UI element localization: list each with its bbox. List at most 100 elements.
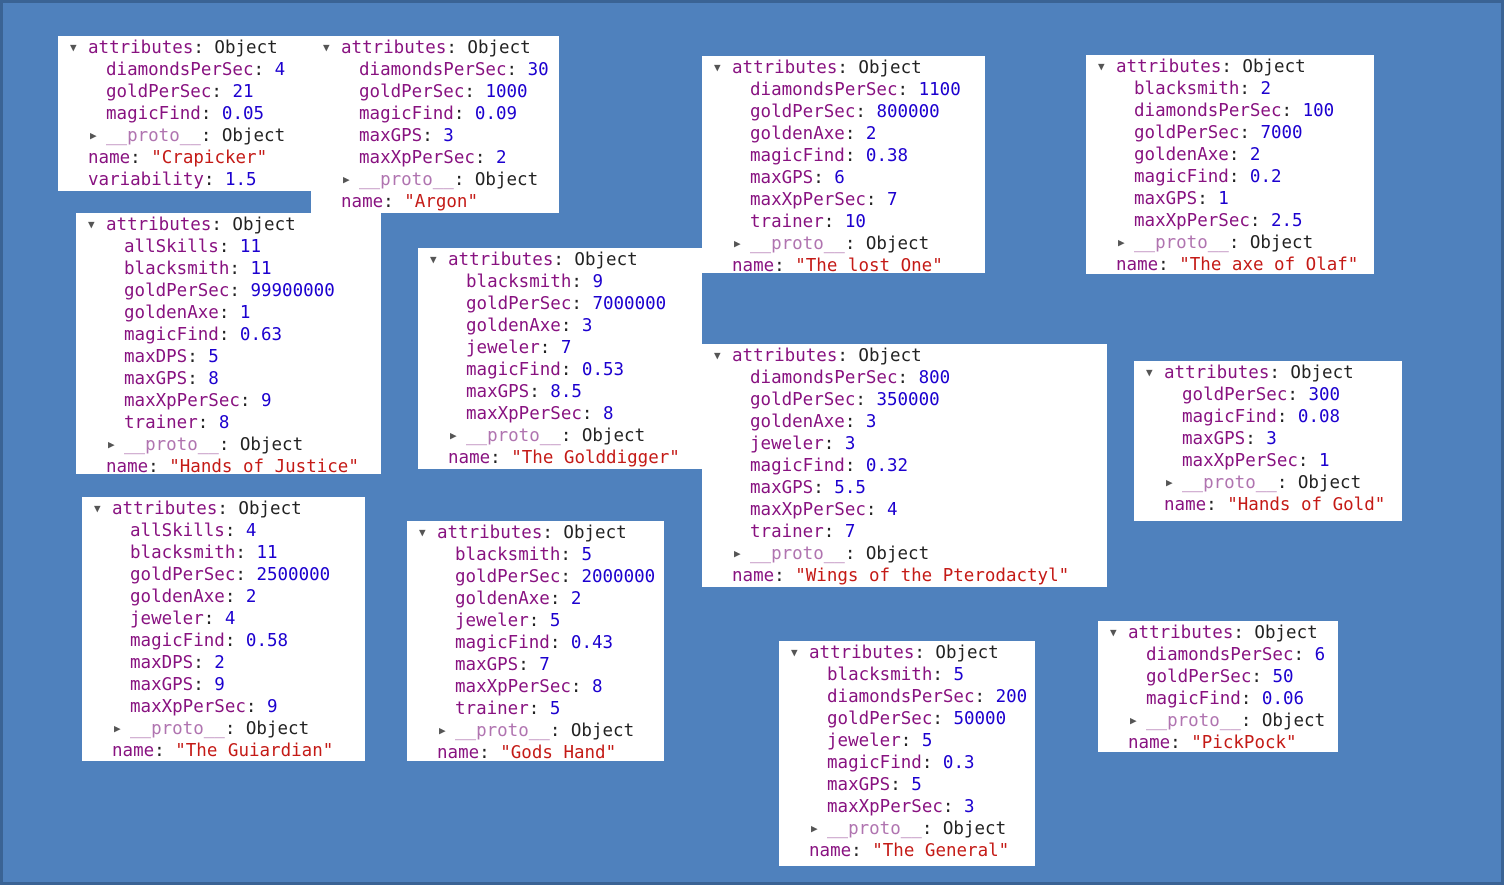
tree-row[interactable]: diamondsPerSec: 6 bbox=[1098, 644, 1338, 666]
triangle-right-icon[interactable]: ▶ bbox=[734, 237, 741, 250]
tree-row[interactable]: magicFind: 0.38 bbox=[702, 145, 985, 167]
tree-row[interactable]: trainer: 5 bbox=[407, 698, 664, 720]
tree-row[interactable]: maxXpPerSec: 9 bbox=[76, 390, 381, 412]
tree-row[interactable]: maxDPS: 5 bbox=[76, 346, 381, 368]
tree-row[interactable]: maxGPS: 1 bbox=[1086, 188, 1374, 210]
tree-row[interactable]: goldPerSec: 7000 bbox=[1086, 122, 1374, 144]
tree-row[interactable]: maxGPS: 3 bbox=[1134, 428, 1402, 450]
tree-row[interactable]: magicFind: 0.09 bbox=[311, 103, 559, 125]
tree-row[interactable]: goldPerSec: 50000 bbox=[779, 708, 1035, 730]
tree-row[interactable]: name: "Crapicker" bbox=[58, 147, 311, 169]
tree-row[interactable]: magicFind: 0.43 bbox=[407, 632, 664, 654]
tree-row[interactable]: jeweler: 7 bbox=[418, 337, 702, 359]
tree-row[interactable]: jeweler: 5 bbox=[407, 610, 664, 632]
tree-row[interactable]: ▼attributes: Object bbox=[82, 498, 365, 520]
tree-row[interactable]: ▶__proto__: Object bbox=[76, 434, 381, 456]
tree-row[interactable]: ▶__proto__: Object bbox=[1086, 232, 1374, 254]
triangle-down-icon[interactable]: ▼ bbox=[714, 349, 721, 362]
tree-row[interactable]: goldPerSec: 800000 bbox=[702, 101, 985, 123]
tree-row[interactable]: magicFind: 0.2 bbox=[1086, 166, 1374, 188]
triangle-down-icon[interactable]: ▼ bbox=[323, 41, 330, 54]
tree-row[interactable]: ▶__proto__: Object bbox=[1098, 710, 1338, 732]
tree-row[interactable]: ▼attributes: Object bbox=[779, 642, 1035, 664]
tree-row[interactable]: ▶__proto__: Object bbox=[1134, 472, 1402, 494]
tree-row[interactable]: goldPerSec: 2000000 bbox=[407, 566, 664, 588]
tree-row[interactable]: goldenAxe: 1 bbox=[76, 302, 381, 324]
tree-row[interactable]: allSkills: 4 bbox=[82, 520, 365, 542]
tree-row[interactable]: maxGPS: 7 bbox=[407, 654, 664, 676]
tree-row[interactable]: diamondsPerSec: 100 bbox=[1086, 100, 1374, 122]
triangle-down-icon[interactable]: ▼ bbox=[791, 646, 798, 659]
tree-row[interactable]: magicFind: 0.06 bbox=[1098, 688, 1338, 710]
tree-row[interactable]: goldPerSec: 2500000 bbox=[82, 564, 365, 586]
tree-row[interactable]: magicFind: 0.05 bbox=[58, 103, 311, 125]
tree-row[interactable]: magicFind: 0.63 bbox=[76, 324, 381, 346]
triangle-right-icon[interactable]: ▶ bbox=[450, 429, 457, 442]
tree-row[interactable]: maxXpPerSec: 9 bbox=[82, 696, 365, 718]
tree-row[interactable]: maxXpPerSec: 8 bbox=[407, 676, 664, 698]
tree-row[interactable]: name: "Argon" bbox=[311, 191, 559, 213]
tree-row[interactable]: ▼attributes: Object bbox=[1134, 362, 1402, 384]
tree-row[interactable]: magicFind: 0.58 bbox=[82, 630, 365, 652]
tree-row[interactable]: maxGPS: 5 bbox=[779, 774, 1035, 796]
triangle-down-icon[interactable]: ▼ bbox=[430, 253, 437, 266]
triangle-right-icon[interactable]: ▶ bbox=[1130, 714, 1137, 727]
tree-row[interactable]: goldenAxe: 2 bbox=[702, 123, 985, 145]
tree-row[interactable]: name: "The Golddigger" bbox=[418, 447, 702, 469]
tree-row[interactable]: ▶__proto__: Object bbox=[702, 543, 1107, 565]
triangle-down-icon[interactable]: ▼ bbox=[88, 218, 95, 231]
tree-row[interactable]: ▶__proto__: Object bbox=[407, 720, 664, 742]
tree-row[interactable]: name: "Gods Hand" bbox=[407, 742, 664, 761]
triangle-right-icon[interactable]: ▶ bbox=[343, 173, 350, 186]
tree-row[interactable]: name: "The lost One" bbox=[702, 255, 985, 273]
triangle-down-icon[interactable]: ▼ bbox=[1098, 60, 1105, 73]
tree-row[interactable]: goldPerSec: 50 bbox=[1098, 666, 1338, 688]
tree-row[interactable]: maxXpPerSec: 2 bbox=[311, 147, 559, 169]
tree-row[interactable]: maxXpPerSec: 3 bbox=[779, 796, 1035, 818]
tree-row[interactable]: diamondsPerSec: 200 bbox=[779, 686, 1035, 708]
tree-row[interactable]: ▼attributes: Object bbox=[1086, 56, 1374, 78]
tree-row[interactable]: goldenAxe: 2 bbox=[1086, 144, 1374, 166]
triangle-right-icon[interactable]: ▶ bbox=[114, 722, 121, 735]
triangle-right-icon[interactable]: ▶ bbox=[439, 724, 446, 737]
triangle-down-icon[interactable]: ▼ bbox=[714, 61, 721, 74]
tree-row[interactable]: ▶__proto__: Object bbox=[779, 818, 1035, 840]
tree-row[interactable]: ▼attributes: Object bbox=[311, 37, 559, 59]
tree-row[interactable]: blacksmith: 11 bbox=[76, 258, 381, 280]
tree-row[interactable]: maxXpPerSec: 4 bbox=[702, 499, 1107, 521]
tree-row[interactable]: ▶__proto__: Object bbox=[311, 169, 559, 191]
tree-row[interactable]: trainer: 10 bbox=[702, 211, 985, 233]
tree-row[interactable]: maxGPS: 9 bbox=[82, 674, 365, 696]
tree-row[interactable]: blacksmith: 2 bbox=[1086, 78, 1374, 100]
tree-row[interactable]: ▼attributes: Object bbox=[58, 37, 311, 59]
tree-row[interactable]: ▼attributes: Object bbox=[1098, 622, 1338, 644]
triangle-right-icon[interactable]: ▶ bbox=[1166, 476, 1173, 489]
tree-row[interactable]: maxGPS: 6 bbox=[702, 167, 985, 189]
tree-row[interactable]: name: "Wings of the Pterodactyl" bbox=[702, 565, 1107, 587]
tree-row[interactable]: goldenAxe: 3 bbox=[702, 411, 1107, 433]
tree-row[interactable]: goldPerSec: 7000000 bbox=[418, 293, 702, 315]
tree-row[interactable]: magicFind: 0.08 bbox=[1134, 406, 1402, 428]
triangle-right-icon[interactable]: ▶ bbox=[734, 547, 741, 560]
tree-row[interactable]: variability: 1.5 bbox=[58, 169, 311, 191]
tree-row[interactable]: name: "Hands of Gold" bbox=[1134, 494, 1402, 516]
tree-row[interactable]: trainer: 7 bbox=[702, 521, 1107, 543]
tree-row[interactable]: maxXpPerSec: 7 bbox=[702, 189, 985, 211]
triangle-down-icon[interactable]: ▼ bbox=[419, 526, 426, 539]
triangle-right-icon[interactable]: ▶ bbox=[811, 822, 818, 835]
tree-row[interactable]: diamondsPerSec: 30 bbox=[311, 59, 559, 81]
tree-row[interactable]: goldPerSec: 1000 bbox=[311, 81, 559, 103]
tree-row[interactable]: blacksmith: 11 bbox=[82, 542, 365, 564]
tree-row[interactable]: goldenAxe: 2 bbox=[82, 586, 365, 608]
tree-row[interactable]: magicFind: 0.32 bbox=[702, 455, 1107, 477]
tree-row[interactable]: jeweler: 3 bbox=[702, 433, 1107, 455]
tree-row[interactable]: ▼attributes: Object bbox=[407, 522, 664, 544]
tree-row[interactable]: ▼attributes: Object bbox=[76, 214, 381, 236]
tree-row[interactable]: magicFind: 0.53 bbox=[418, 359, 702, 381]
tree-row[interactable]: maxGPS: 8.5 bbox=[418, 381, 702, 403]
tree-row[interactable]: diamondsPerSec: 1100 bbox=[702, 79, 985, 101]
tree-row[interactable]: goldPerSec: 350000 bbox=[702, 389, 1107, 411]
triangle-down-icon[interactable]: ▼ bbox=[70, 41, 77, 54]
tree-row[interactable]: blacksmith: 5 bbox=[407, 544, 664, 566]
tree-row[interactable]: goldPerSec: 21 bbox=[58, 81, 311, 103]
